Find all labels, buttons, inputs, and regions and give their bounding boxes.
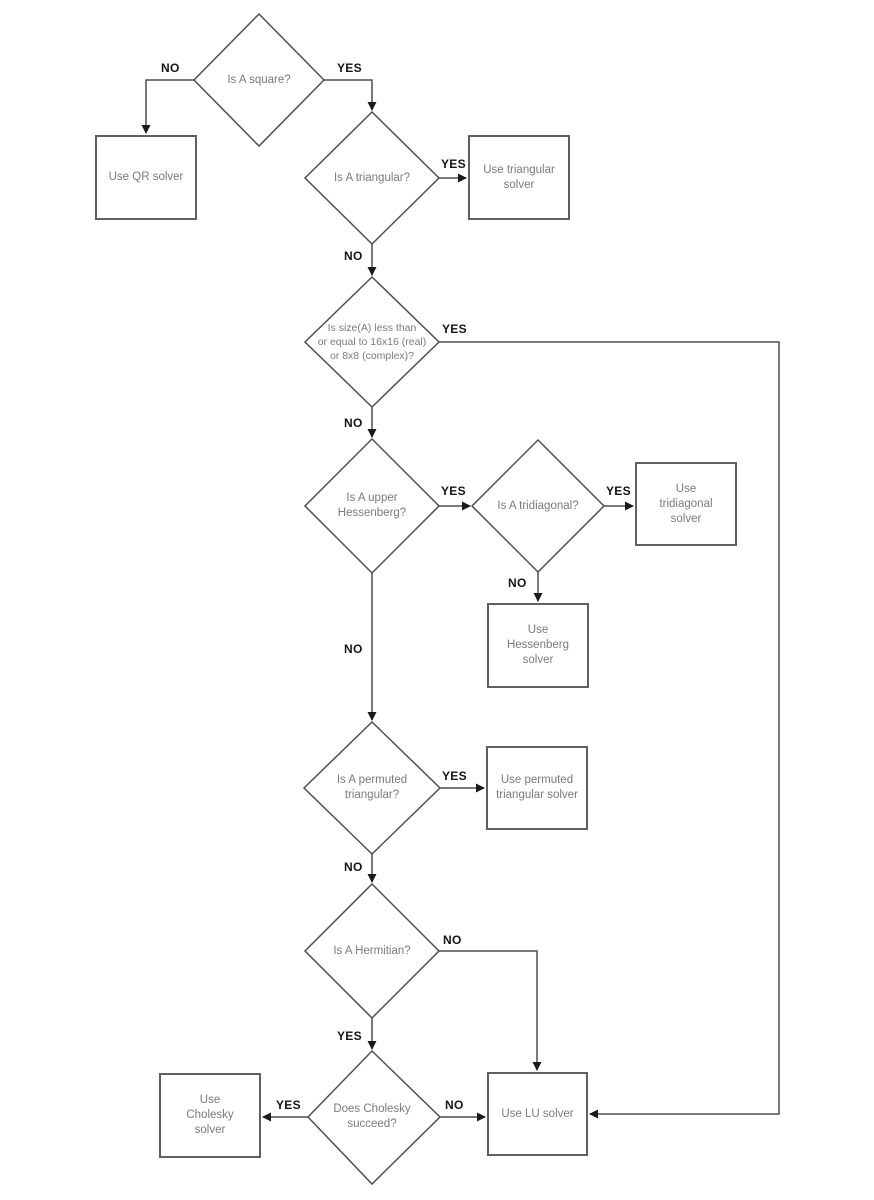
square-no-label: NO	[161, 61, 180, 75]
node-use-triangular-solver: Use triangular solver	[468, 135, 570, 220]
tridiagonal-no-label: NO	[508, 576, 527, 590]
square-yes-label: YES	[337, 61, 362, 75]
node-use-permuted-triangular-solver: Use permuted triangular solver	[486, 746, 588, 830]
node-use-tridiagonal-solver: Use tridiagonal solver	[635, 462, 737, 546]
tridiagonal-yes-label: YES	[606, 484, 631, 498]
edge-square-no-to-qr	[141, 79, 194, 134]
permuted-no-label: NO	[344, 860, 363, 874]
node-use-tridiagonal-solver-label: Use tridiagonal solver	[659, 482, 713, 525]
permuted-yes-label: YES	[442, 769, 467, 783]
triangular-no-label: NO	[344, 249, 363, 263]
decision-shape-is-a-triangular	[303, 110, 441, 246]
edge-hermitian-no-to-lu-solver	[439, 950, 542, 1071]
decision-shape-is-a-hermitian	[303, 882, 441, 1020]
node-use-qr-solver-label: Use QR solver	[108, 171, 184, 183]
node-use-permuted-triangular-solver-label: Use permuted triangular solver	[496, 774, 578, 801]
size-no-label: NO	[344, 416, 363, 430]
decision-shape-is-a-permuted-triangular	[302, 720, 442, 856]
decision-shape-is-a-upper-hessenberg	[303, 437, 441, 575]
decision-shape-is-a-tridiagonal	[470, 438, 606, 574]
triangular-yes-label: YES	[441, 157, 466, 171]
decision-shape-is-a-square	[192, 12, 326, 148]
size-yes-label: YES	[442, 322, 467, 336]
hermitian-yes-label: YES	[337, 1029, 362, 1043]
node-use-qr-solver: Use QR solver	[95, 135, 197, 220]
hessenberg-no-label: NO	[344, 642, 363, 656]
node-use-hessenberg-solver-label: Use Hessenberg solver	[506, 624, 569, 666]
node-use-cholesky-solver-label: Use Cholesky solver	[186, 1094, 234, 1136]
hermitian-no-label: NO	[443, 933, 462, 947]
hessenberg-yes-label: YES	[441, 484, 466, 498]
edge-size-yes-to-lu-solver	[439, 341, 780, 1119]
node-use-lu-solver-label: Use LU solver	[501, 1107, 574, 1120]
edge-square-yes-to-triangular	[324, 79, 377, 111]
cholesky-yes-label: YES	[276, 1098, 301, 1112]
node-use-hessenberg-solver: Use Hessenberg solver	[487, 603, 589, 688]
node-use-cholesky-solver: Use Cholesky solver	[159, 1073, 261, 1158]
node-use-lu-solver: Use LU solver	[487, 1072, 588, 1156]
decision-shape-is-size-small	[303, 275, 441, 409]
node-use-triangular-solver-label: Use triangular solver	[483, 163, 555, 191]
decision-shape-does-cholesky-succeed	[306, 1049, 442, 1186]
cholesky-no-label: NO	[445, 1098, 464, 1112]
